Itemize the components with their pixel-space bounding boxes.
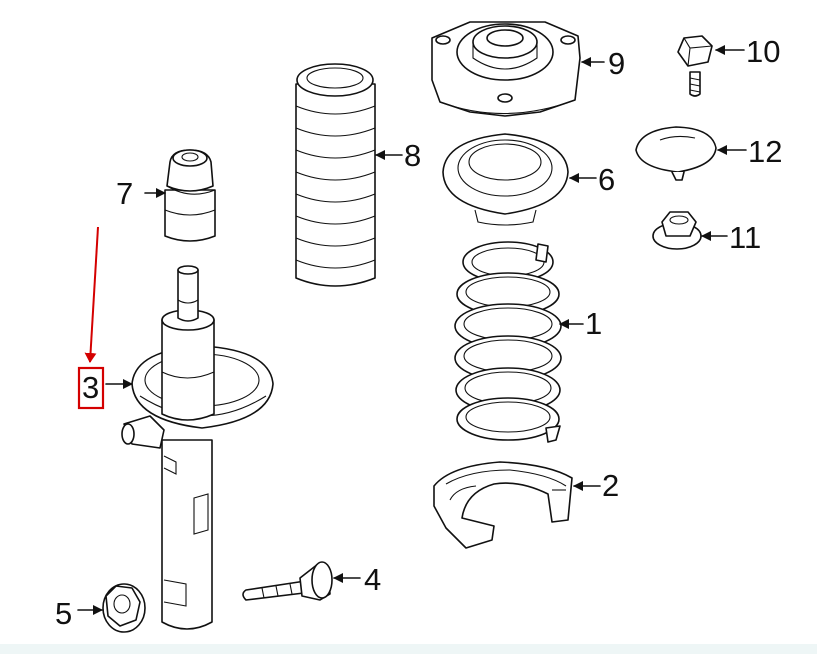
callout-5[interactable]: 5 bbox=[55, 596, 72, 631]
leader-lines bbox=[77, 45, 747, 615]
strut-mount-part bbox=[431, 21, 581, 117]
bump-stop-part bbox=[164, 149, 216, 242]
footer-strip bbox=[0, 644, 817, 654]
callout-10[interactable]: 10 bbox=[746, 34, 780, 69]
dust-cap-part bbox=[635, 126, 717, 181]
callout-3[interactable]: 3 bbox=[82, 370, 99, 405]
coil-spring-part bbox=[454, 241, 562, 443]
strut-nut-part bbox=[102, 583, 146, 633]
callout-11[interactable]: 11 bbox=[729, 220, 761, 255]
callout-6[interactable]: 6 bbox=[598, 162, 615, 197]
callout-4[interactable]: 4 bbox=[364, 562, 381, 597]
lower-spring-pad-part bbox=[433, 461, 573, 549]
callout-8[interactable]: 8 bbox=[404, 138, 421, 173]
callout-labels: 1 2 3 4 5 6 7 8 9 10 11 12 bbox=[55, 34, 782, 631]
callout-12[interactable]: 12 bbox=[748, 134, 782, 169]
callout-2[interactable]: 2 bbox=[602, 468, 619, 503]
strut-assembly-part bbox=[121, 265, 274, 630]
upper-spring-seat-part bbox=[442, 133, 569, 226]
dust-boot-part bbox=[295, 63, 376, 287]
callout-9[interactable]: 9 bbox=[608, 46, 625, 81]
mount-bolt-part bbox=[677, 35, 713, 97]
strut-bolt-part bbox=[242, 561, 333, 601]
highlight-box bbox=[77, 366, 105, 410]
highlight-arrow bbox=[84, 226, 99, 363]
callout-7[interactable]: 7 bbox=[116, 176, 133, 211]
flange-nut-part bbox=[652, 211, 702, 250]
callout-1[interactable]: 1 bbox=[585, 306, 602, 341]
